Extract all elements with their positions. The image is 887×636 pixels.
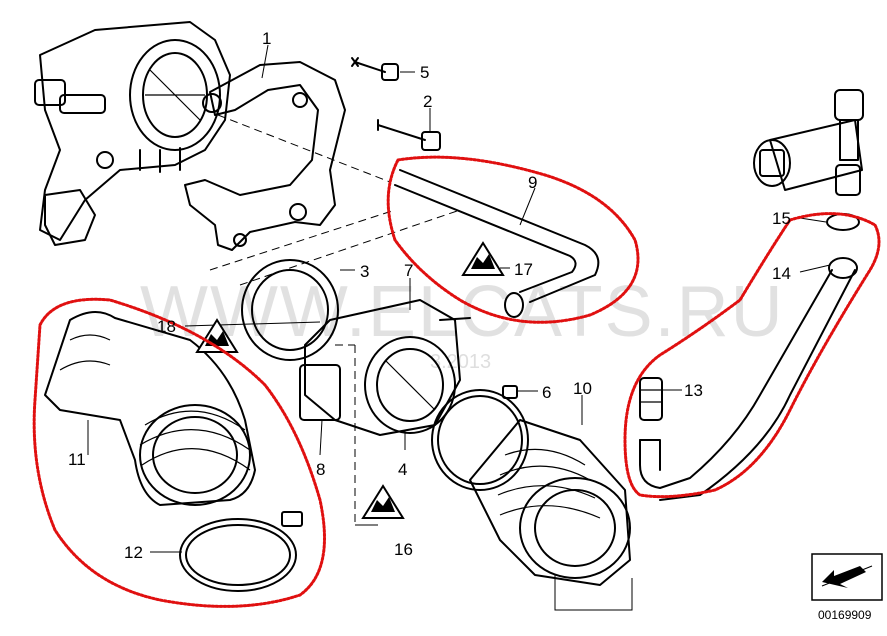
clamp-part-12 [179, 511, 303, 592]
throttle-assembly-top [34, 21, 231, 246]
ring-part-3 [241, 259, 339, 361]
direction-arrow-icon [811, 553, 883, 601]
warning-triangle-icon [361, 484, 405, 519]
callout-14: 14 [772, 264, 791, 283]
callout-16: 16 [394, 540, 413, 559]
callout-13: 13 [684, 381, 703, 400]
callout-4: 4 [398, 460, 407, 479]
callout-9: 9 [528, 173, 537, 192]
leader-lines [87, 44, 831, 553]
callout-10: 10 [573, 379, 592, 398]
callout-5: 5 [420, 63, 429, 82]
bolt-part-5 [351, 57, 399, 81]
callout-2: 2 [423, 92, 432, 111]
callout-17: 17 [514, 260, 533, 279]
callout-15: 15 [772, 209, 791, 228]
callout-labels: 1 2 3 4 5 6 7 8 9 10 11 12 13 14 15 16 1… [68, 29, 791, 562]
diagram-code: 00169909 [818, 608, 872, 622]
callout-3: 3 [360, 262, 369, 281]
callout-11: 11 [68, 450, 86, 469]
callout-1: 1 [262, 29, 271, 48]
watermark-text: WWW.ELCATS.RU [140, 272, 785, 352]
hose-part-14 [639, 257, 858, 501]
callout-18: 18 [157, 317, 176, 336]
clamp-part-6 [431, 385, 529, 491]
valve-assembly [753, 89, 864, 196]
warning-triangle-icon [461, 241, 505, 276]
gasket-part-1 [184, 61, 346, 251]
bellows-part-10 [469, 419, 633, 611]
highlight-outlines [32, 155, 881, 608]
bolt-part-2 [377, 119, 441, 151]
intake-boot-part-11 [44, 311, 256, 506]
callout-12: 12 [124, 543, 143, 562]
callout-6: 6 [542, 383, 551, 402]
callout-7: 7 [404, 261, 413, 280]
hose-part-9 [394, 169, 600, 318]
callout-8: 8 [316, 460, 325, 479]
connector-part-13 [639, 377, 663, 421]
